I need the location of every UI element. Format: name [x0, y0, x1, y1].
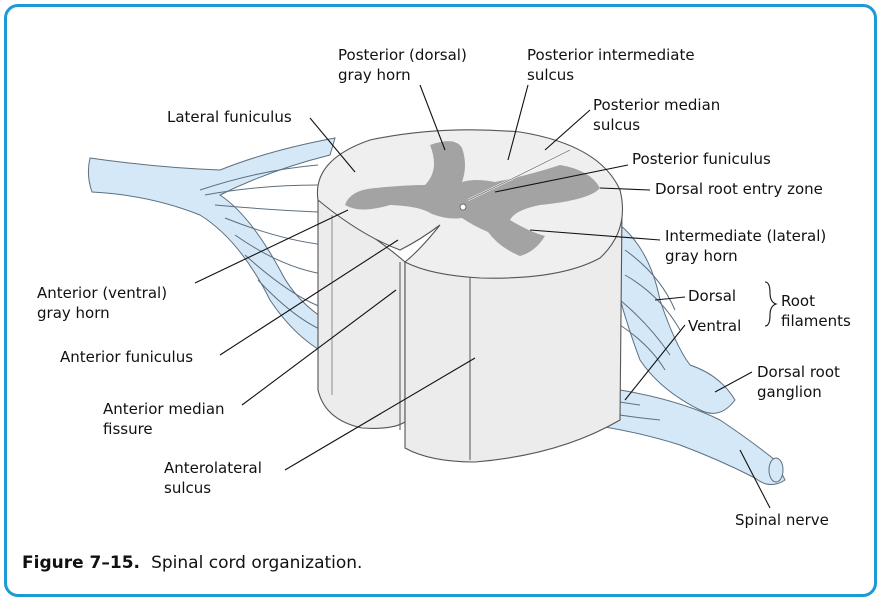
label-posterior-median-sulcus: Posterior median sulcus — [593, 96, 725, 134]
caption-text: Spinal cord organization. — [151, 553, 362, 573]
label-anterolateral-sulcus: Anterolateral sulcus — [164, 459, 267, 497]
label-root-filaments: Root filaments — [781, 292, 851, 330]
label-anterior-ventral-gray-horn: Anterior (ventral) gray horn — [37, 284, 172, 322]
label-ventral: Ventral — [688, 317, 741, 335]
label-anterior-funiculus: Anterior funiculus — [60, 348, 193, 366]
label-dorsal: Dorsal — [688, 287, 736, 305]
label-spinal-nerve: Spinal nerve — [735, 511, 829, 529]
spinal-cord — [317, 130, 622, 462]
label-lateral-funiculus: Lateral funiculus — [167, 108, 292, 126]
figure-caption: Figure 7–15. Spinal cord organization. — [22, 553, 362, 573]
label-anterior-median-fissure: Anterior median fissure — [103, 400, 229, 438]
label-posterior-dorsal-gray-horn: Posterior (dorsal) gray horn — [338, 46, 472, 84]
label-dorsal-root-ganglion: Dorsal root ganglion — [757, 363, 845, 401]
left-spinal-nerve — [88, 138, 345, 360]
label-posterior-intermediate-sulcus: Posterior intermediate sulcus — [527, 46, 699, 84]
label-dorsal-root-entry-zone: Dorsal root entry zone — [655, 180, 823, 198]
label-intermediate-lateral-gray-horn: Intermediate (lateral) gray horn — [665, 227, 831, 265]
caption-number: Figure 7–15. — [22, 553, 140, 573]
label-posterior-funiculus: Posterior funiculus — [632, 150, 771, 168]
